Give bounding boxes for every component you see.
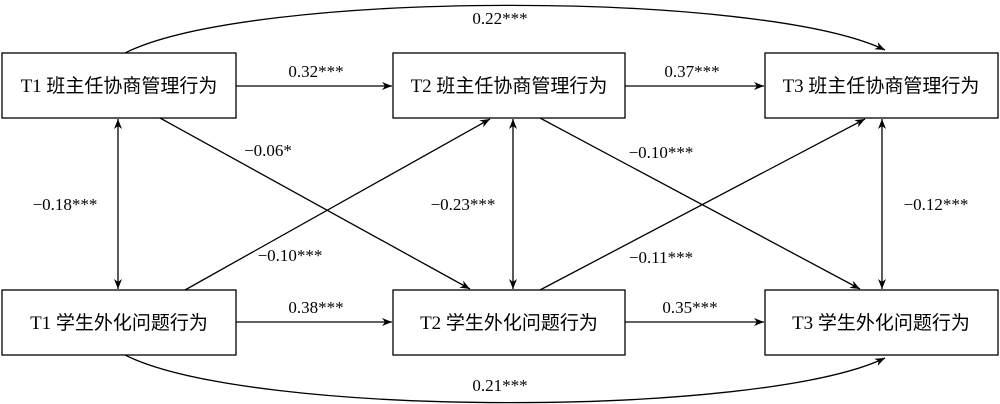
coef-t2e-t3m: −0.11*** [629,248,693,267]
node-label: T3 班主任协商管理行为 [783,75,980,97]
node-label: T3 学生外化问题行为 [792,312,970,334]
node-label: T1 班主任协商管理行为 [21,75,218,97]
node-t2-ext: T2 学生外化问题行为 [392,289,626,356]
node-t1-mgmt: T1 班主任协商管理行为 [1,52,237,119]
arrow-t1e-t3e [124,354,886,404]
arrow-t2e-t3m [539,118,866,291]
arrow-t1m-t3m [124,4,886,54]
coef-t1-corr: −0.18*** [33,195,98,214]
coef-t2e-t3e: 0.35*** [662,298,717,317]
node-label: T2 学生外化问题行为 [420,312,598,334]
node-t3-ext: T3 学生外化问题行为 [764,289,999,356]
coef-t1e-t3e: 0.21*** [472,376,527,395]
node-label: T2 班主任协商管理行为 [411,75,608,97]
arrow-t2m-t3e [539,117,861,290]
node-label: T1 学生外化问题行为 [30,312,208,334]
coef-t2m-t3m: 0.37*** [664,62,719,81]
coef-t2-corr: −0.23*** [431,195,496,214]
coef-t3-corr: −0.12*** [904,195,969,214]
coef-t1m-t2m: 0.32*** [288,62,343,81]
coef-t2m-t3e: −0.10*** [629,143,694,162]
node-t1-ext: T1 学生外化问题行为 [1,289,237,356]
coef-t1m-t2e: −0.06* [244,141,292,160]
arrow-t1e-t2m [184,118,491,291]
coef-t1m-t3m: 0.22*** [472,9,527,28]
arrow-t1m-t2e [159,117,471,290]
coef-t1e-t2m: −0.10*** [258,246,323,265]
coef-t1e-t2e: 0.38*** [288,298,343,317]
node-t3-mgmt: T3 班主任协商管理行为 [764,52,999,119]
node-t2-mgmt: T2 班主任协商管理行为 [392,52,626,119]
